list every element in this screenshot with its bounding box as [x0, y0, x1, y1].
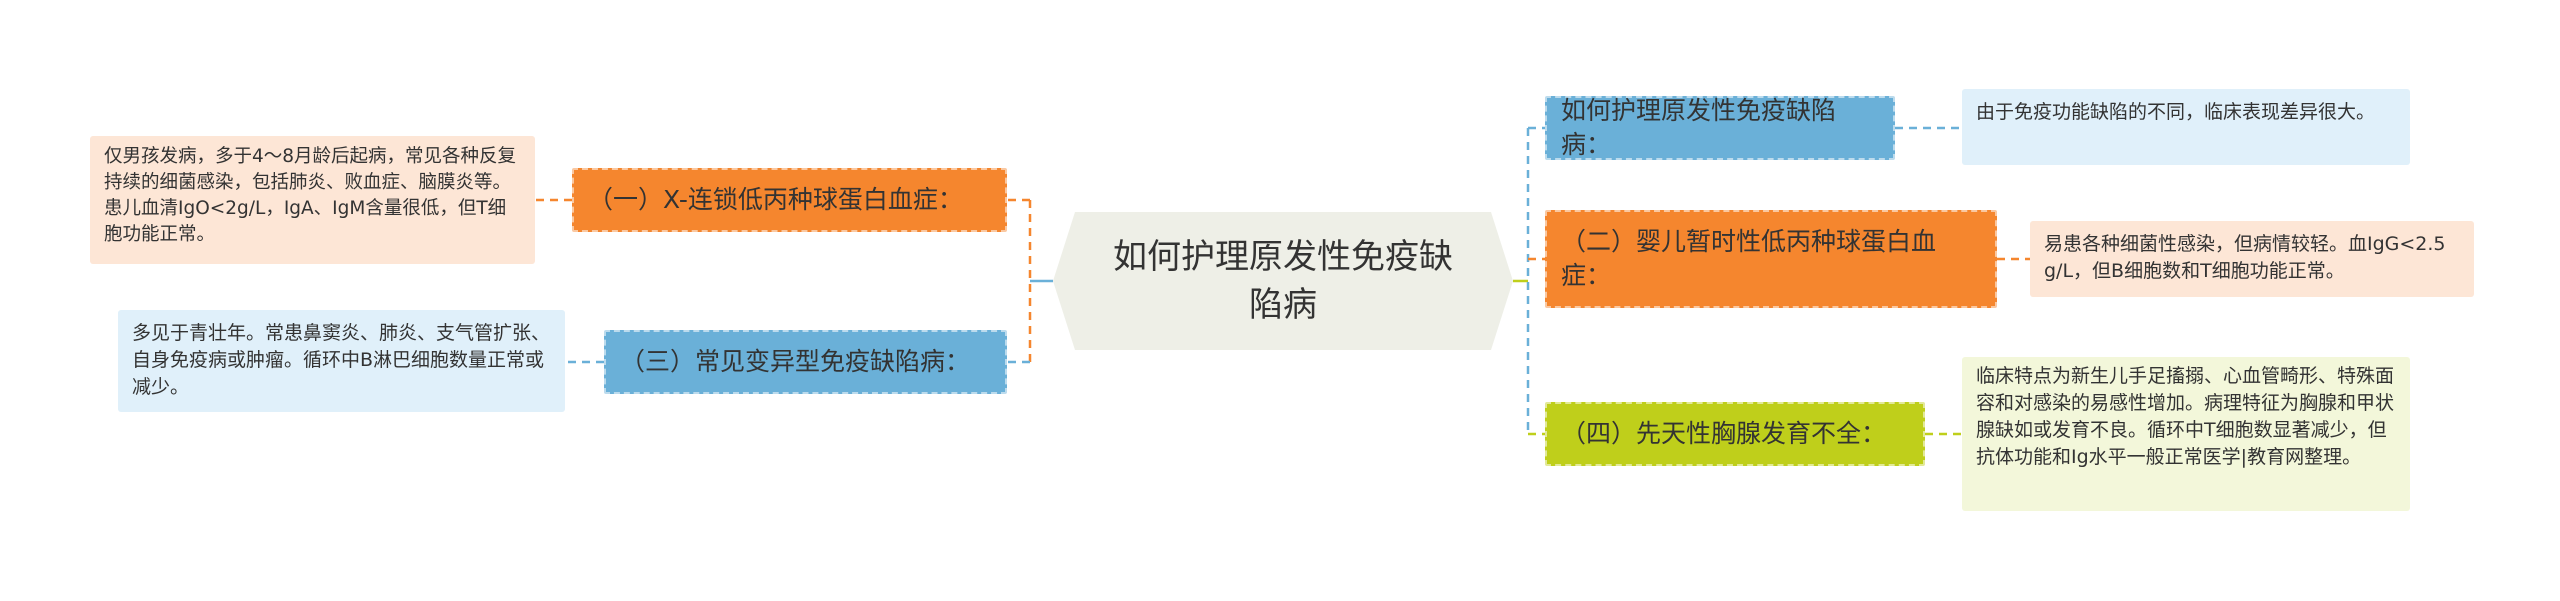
detail-thymus-text: 临床特点为新生儿手足搐搦、心血管畸形、特殊面容和对感染的易感性增加。病理特征为胸…: [1976, 365, 2395, 468]
root-node-shape: [1053, 212, 1513, 350]
branch-transient-label: （二）婴儿暂时性低丙种球蛋白血症：: [1561, 227, 1937, 290]
branch-how-to-care[interactable]: 如何护理原发性免疫缺陷病：: [1545, 96, 1895, 160]
branch-howto-label: 如何护理原发性免疫缺陷病：: [1561, 96, 1837, 159]
detail-transient: 易患各种细菌性感染，但病情较轻。血IgG<2.5g/L，但B细胞数和T细胞功能正…: [2030, 221, 2474, 297]
detail-thymus: 临床特点为新生儿手足搐搦、心血管畸形、特殊面容和对感染的易感性增加。病理特征为胸…: [1962, 357, 2410, 511]
branch-variable-label: （三）常见变异型免疫缺陷病：: [620, 347, 971, 376]
root-node-title: 如何护理原发性免疫缺陷病: [1113, 237, 1453, 325]
branch-common-variable-immunodeficiency[interactable]: （三）常见变异型免疫缺陷病：: [604, 330, 1007, 394]
detail-transient-text: 易患各种细菌性感染，但病情较轻。血IgG<2.5g/L，但B细胞数和T细胞功能正…: [2044, 233, 2446, 282]
detail-howto-text: 由于免疫功能缺陷的不同，临床表现差异很大。: [1976, 101, 2376, 123]
detail-variable: 多见于青壮年。常患鼻窦炎、肺炎、支气管扩张、自身免疫病或肿瘤。循环中B淋巴细胞数…: [118, 310, 565, 412]
detail-howto: 由于免疫功能缺陷的不同，临床表现差异很大。: [1962, 89, 2410, 165]
root-node[interactable]: 如何护理原发性免疫缺陷病: [1053, 212, 1513, 350]
detail-xlinked: 仅男孩发病，多于4～8月龄后起病，常见各种反复持续的细菌感染，包括肺炎、败血症、…: [90, 136, 535, 264]
branch-transient-hypogammaglobulinemia[interactable]: （二）婴儿暂时性低丙种球蛋白血症：: [1545, 210, 1997, 308]
detail-variable-text: 多见于青壮年。常患鼻窦炎、肺炎、支气管扩张、自身免疫病或肿瘤。循环中B淋巴细胞数…: [132, 322, 551, 398]
branch-thymus-label: （四）先天性胸腺发育不全：: [1561, 419, 1887, 448]
branch-xlinked-label: （一）X-连锁低丙种球蛋白血症：: [588, 185, 963, 214]
branch-xlinked-agammaglobulinemia[interactable]: （一）X-连锁低丙种球蛋白血症：: [572, 168, 1007, 232]
detail-xlinked-text: 仅男孩发病，多于4～8月龄后起病，常见各种反复持续的细菌感染，包括肺炎、败血症、…: [104, 146, 517, 245]
branch-congenital-thymic-hypoplasia[interactable]: （四）先天性胸腺发育不全：: [1545, 402, 1925, 466]
